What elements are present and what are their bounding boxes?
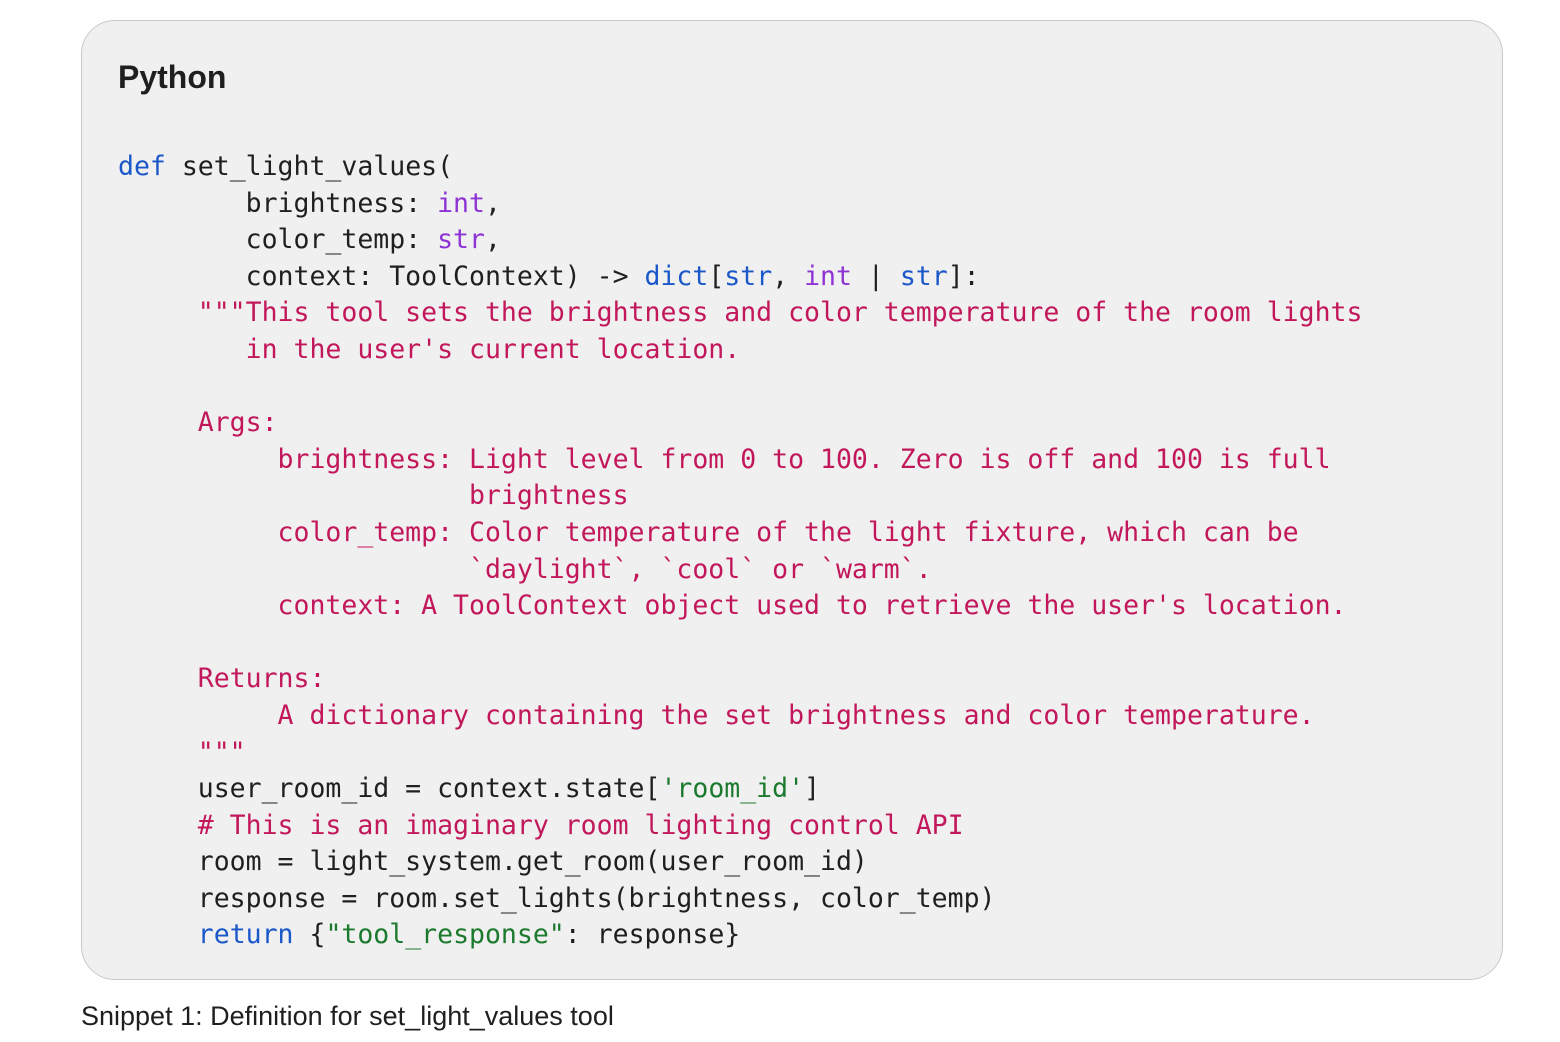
- language-label: Python: [118, 59, 227, 95]
- code-token: in the user's current location.: [118, 333, 741, 365]
- code-token: return: [197, 919, 294, 951]
- code-line: color_temp: Color temperature of the lig…: [118, 515, 1362, 552]
- code-line: brightness: Light level from 0 to 100. Z…: [118, 442, 1362, 479]
- code-line: context: ToolContext) -> dict[str, int |…: [118, 259, 1362, 296]
- code-token: ]: [804, 773, 821, 805]
- code-line: """: [118, 735, 1362, 772]
- code-line: [118, 369, 1362, 406]
- code-line: brightness: int,: [118, 186, 1362, 223]
- code-line: [118, 625, 1362, 662]
- code-token: brightness: [118, 480, 629, 512]
- code-token: ,: [772, 260, 805, 292]
- code-line: room = light_system.get_room(user_room_i…: [118, 844, 1362, 881]
- code-token: A dictionary containing the set brightne…: [118, 699, 1315, 731]
- code-line: Returns:: [118, 661, 1362, 698]
- code-line: response = room.set_lights(brightness, c…: [118, 881, 1362, 918]
- code-line: """This tool sets the brightness and col…: [118, 295, 1363, 332]
- code-token: context: A ToolContext object used to re…: [118, 590, 1347, 622]
- code-snippet-card: Python def set_light_values( brightness:…: [81, 20, 1503, 980]
- code-token: user_room_id = context.state[: [118, 773, 661, 805]
- code-token: [: [708, 260, 725, 292]
- code-line: context: A ToolContext object used to re…: [118, 588, 1362, 625]
- code-token: def: [118, 151, 166, 182]
- code-token: color_temp: Color temperature of the lig…: [118, 516, 1299, 548]
- code-token: context: ToolContext) ->: [118, 260, 645, 292]
- code-token: response = room.set_lights(brightness, c…: [118, 882, 996, 914]
- code-line: Args:: [118, 405, 1362, 442]
- code-token: brightness:: [118, 187, 438, 219]
- code-line: def set_light_values(: [118, 149, 1362, 186]
- code-token: """: [118, 736, 246, 768]
- code-line: # This is an imaginary room lighting con…: [118, 808, 1362, 845]
- code-token: int: [804, 260, 852, 292]
- code-line: A dictionary containing the set brightne…: [118, 698, 1362, 735]
- snippet-caption: Snippet 1: Definition for set_light_valu…: [81, 1001, 614, 1031]
- code-line: user_room_id = context.state['room_id']: [118, 771, 1362, 808]
- code-token: ,: [484, 187, 501, 219]
- code-token: [118, 919, 198, 950]
- code-token: """This tool sets the brightness and col…: [118, 297, 1363, 329]
- code-token: # This is an imaginary room lighting con…: [118, 809, 964, 841]
- code-line: color_temp: str,: [118, 222, 1362, 259]
- code-token: room = light_system.get_room(user_room_i…: [118, 846, 868, 878]
- code-token: ,: [484, 224, 501, 256]
- code-line: brightness: [118, 478, 1362, 515]
- code-line: return {"tool_response": response}: [118, 917, 1362, 954]
- code-token: int: [437, 187, 485, 219]
- code-token: : response}: [564, 919, 741, 951]
- code-token: "tool_response": [325, 919, 565, 951]
- code-token: ]:: [947, 260, 980, 292]
- code-token: str: [899, 260, 948, 292]
- code-line: in the user's current location.: [118, 332, 1362, 369]
- code-token: set_light_values(: [165, 151, 454, 182]
- code-token: dict: [644, 260, 709, 292]
- code-block[interactable]: def set_light_values( brightness: int, c…: [118, 149, 1362, 954]
- code-token: color_temp:: [118, 224, 438, 256]
- code-token: |: [851, 260, 900, 292]
- code-token: str: [437, 224, 485, 256]
- code-token: {: [293, 919, 326, 951]
- code-token: Returns:: [118, 663, 326, 695]
- code-line: `daylight`, `cool` or `warm`.: [118, 552, 1362, 589]
- code-token: Args:: [118, 407, 278, 439]
- code-token: 'room_id': [660, 773, 805, 805]
- code-token: str: [724, 260, 773, 292]
- code-token: brightness: Light level from 0 to 100. Z…: [118, 443, 1331, 475]
- code-token: `daylight`, `cool` or `warm`.: [118, 553, 932, 585]
